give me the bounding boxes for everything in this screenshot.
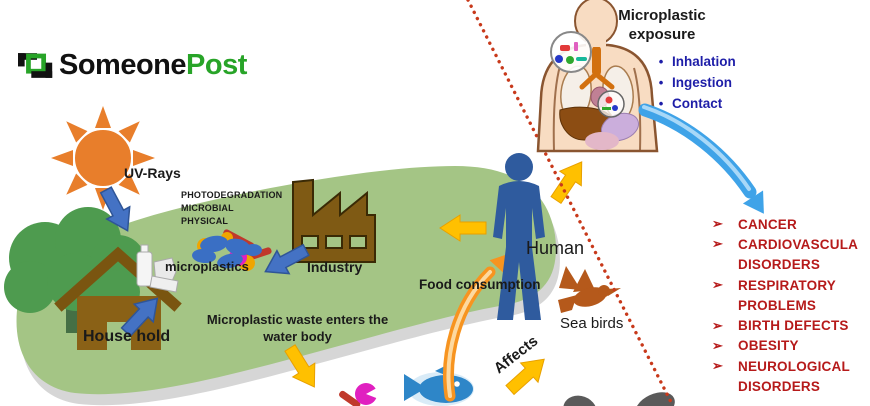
bullet-icon: •	[658, 96, 664, 111]
exposure-title: Microplastic exposure	[606, 6, 718, 44]
brand-logo: SomeonePost	[18, 49, 247, 82]
effect-line: ➢ OBESITY	[712, 336, 858, 356]
uv-rays-label: UV-Rays	[124, 165, 181, 181]
microplastic-cluster-icon	[192, 229, 272, 271]
route-ingestion: • Ingestion	[650, 72, 736, 93]
human-icon	[493, 153, 545, 320]
industry-label: Industry	[307, 259, 363, 275]
arrow-bullet-icon: ➢	[712, 236, 723, 252]
effect-text: OBESITY	[738, 338, 799, 354]
arrow-bullet-icon: ➢	[712, 358, 723, 374]
effect-text: DISORDERS	[738, 379, 821, 395]
route-label: Ingestion	[672, 75, 732, 90]
route-label: Inhalation	[672, 54, 736, 69]
dotted-divider-icon	[466, 0, 675, 406]
waste-caption: Microplastic waste enters the water body	[185, 311, 410, 345]
brand-name: SomeonePost	[59, 49, 247, 82]
effect-line: ➢ RESPIRATORY	[712, 275, 858, 295]
route-inhalation: • Inhalation	[650, 51, 736, 72]
effect-text: CARDIOVASCULA	[738, 236, 859, 252]
effect-text: DISORDERS	[738, 257, 821, 273]
arrow-bullet-icon: ➢	[712, 337, 723, 353]
waste-caption-line-1: Microplastic waste enters the	[206, 312, 389, 327]
effect-text: CANCER	[738, 216, 797, 232]
effect-text: NEUROLOGICAL	[738, 358, 850, 374]
effect-line: ➢ CARDIOVASCULA	[712, 234, 858, 254]
degradation-line-2: MICROBIAL	[181, 203, 234, 213]
factory-icon	[292, 178, 376, 263]
health-effects-list: ➢ CANCER ➢ CARDIOVASCULA DISORDERS ➢ RES…	[712, 214, 858, 397]
food-consumption-arrow	[443, 253, 510, 402]
arrow-bullet-icon: ➢	[712, 317, 723, 333]
effect-text: RESPIRATORY	[738, 277, 836, 293]
bullet-icon: •	[658, 54, 664, 69]
effect-line: DISORDERS	[712, 376, 858, 396]
route-label: Contact	[672, 96, 723, 111]
effects-swoosh-arrow	[638, 103, 764, 214]
human-label: Human	[526, 238, 585, 258]
effect-line: DISORDERS	[712, 255, 858, 275]
brand-name-green: Post	[186, 49, 247, 81]
microplastics-label: microplastics	[165, 259, 249, 274]
human-to-body-arrow	[544, 154, 594, 208]
effect-line: ➢ CANCER	[712, 214, 858, 234]
brand-logo-icon	[18, 53, 53, 78]
sea-birds-label: Sea birds	[560, 315, 624, 332]
body-anatomy-icon	[536, 0, 659, 153]
sea-bird-icon	[558, 266, 621, 313]
household-label: House hold	[83, 328, 171, 345]
effect-line: ➢ NEUROLOGICAL	[712, 356, 858, 376]
arrow-bullet-icon: ➢	[712, 216, 723, 232]
effect-line: PROBLEMS	[712, 295, 858, 315]
degradation-line-3: PHYSICAL	[181, 216, 229, 226]
plastic-bottles-icon	[136, 244, 179, 293]
fish-icon	[404, 364, 474, 406]
exposure-routes-list: • Inhalation • Ingestion • Contact	[650, 51, 736, 114]
degradation-caption: PHOTODEGRADATION MICROBIAL PHYSICAL	[181, 189, 282, 228]
route-contact: • Contact	[650, 93, 736, 114]
effect-text: BIRTH DEFECTS	[738, 318, 849, 334]
bullet-icon: •	[658, 75, 664, 90]
debris-icons	[339, 383, 384, 406]
effect-text: PROBLEMS	[738, 297, 817, 313]
waste-caption-line-2: water body	[263, 329, 332, 344]
effect-line: ➢ BIRTH DEFECTS	[712, 315, 858, 335]
brand-name-black: Someone	[59, 49, 187, 81]
arrow-bullet-icon: ➢	[712, 277, 723, 293]
exposure-title-line-1: Microplastic	[618, 7, 706, 24]
food-consumption-label: Food consumption	[419, 277, 541, 292]
exposure-title-line-2: exposure	[628, 26, 696, 43]
marine-animals-icon	[563, 392, 675, 406]
degradation-line-1: PHOTODEGRADATION	[181, 190, 283, 200]
